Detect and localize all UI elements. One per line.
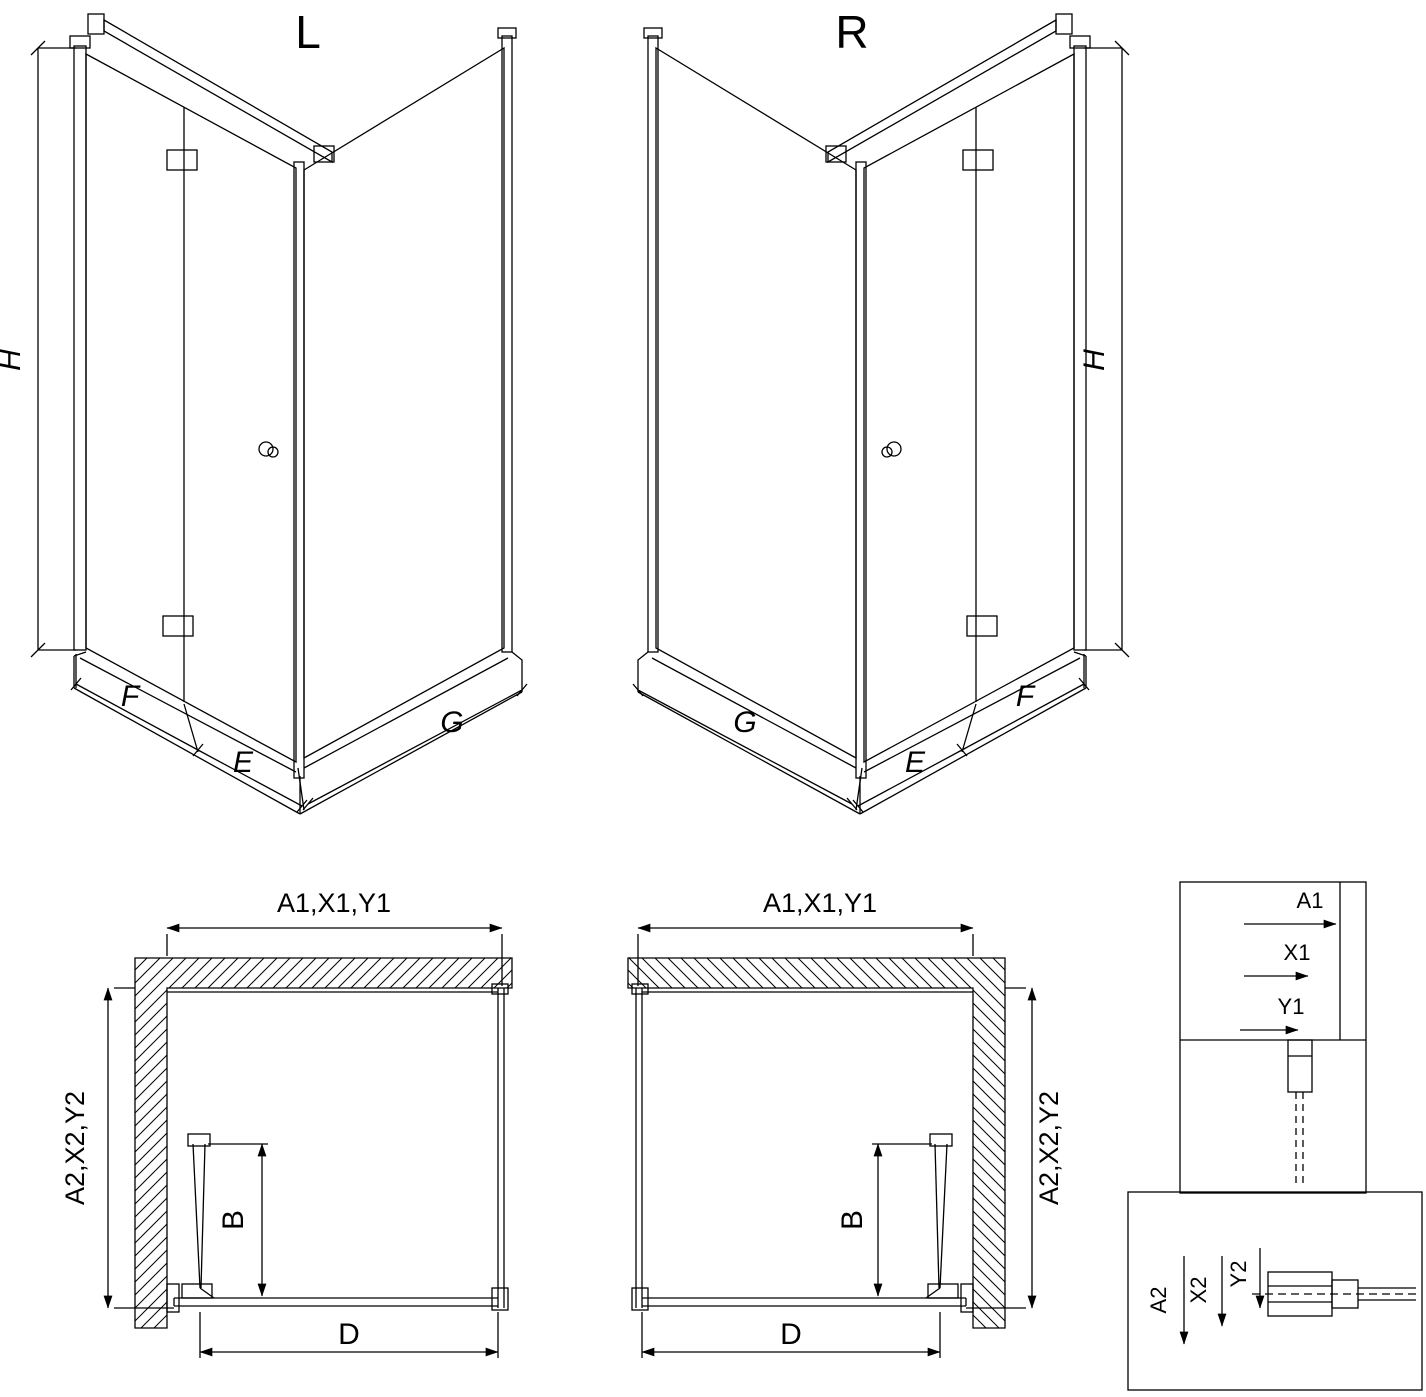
- threshold-rail: [173, 1297, 498, 1307]
- iso-view-right-geometry: [632, 13, 1130, 815]
- glass-profile-section: [1287, 1039, 1313, 1093]
- tray-side-bottom: [299, 691, 523, 815]
- detail-label-x1: X1: [1284, 940, 1311, 965]
- iso-view-left-geometry: [30, 13, 528, 815]
- dim-ext-d: [199, 1312, 499, 1358]
- plan-left-door-projection-label: B: [217, 1210, 250, 1230]
- dim-side-width: [302, 683, 528, 811]
- detail-box-frame: [1127, 1191, 1423, 1391]
- wall-profile-back-cap: [497, 27, 517, 39]
- dim-ext-a1: [166, 934, 503, 986]
- dim-label-height-right: H: [1078, 349, 1111, 371]
- door-pivot-foot: [181, 1283, 213, 1299]
- dim-label-f-right: F: [1016, 680, 1036, 713]
- detail-wall-profile-box: [1179, 881, 1367, 1194]
- dim-label-g-right: G: [733, 706, 756, 739]
- plan-view-left-geometry: [103, 923, 513, 1358]
- plan-right-width-label: A1,X1,Y1: [763, 888, 877, 918]
- plan-right-depth-label: A2,X2,Y2: [1034, 1091, 1064, 1205]
- detail-label-y2: Y2: [1226, 1261, 1251, 1288]
- tray-side-contour: [303, 657, 509, 769]
- detail-label-a1: A1: [1297, 888, 1324, 913]
- plan-left-entry-label: D: [338, 1318, 360, 1351]
- door-handle-knob-face: [267, 446, 279, 458]
- hinge-top: [166, 149, 198, 171]
- wall-profile-back: [501, 35, 513, 653]
- corner-connector-bottom: [491, 1287, 509, 1311]
- glass-panel-lines: [1358, 1287, 1416, 1301]
- tray-front-contour: [79, 657, 297, 773]
- side-glass-plan: [497, 988, 505, 1308]
- plan-view-right-geometry: [628, 928, 1032, 1358]
- detail-label-x2: X2: [1186, 1277, 1211, 1304]
- floor-profile-inner-lines: [1268, 1285, 1332, 1303]
- dim-front-widths: [75, 654, 305, 811]
- plan-right-entry-label: D: [780, 1318, 802, 1351]
- folded-door-panels: [192, 1143, 206, 1289]
- tray-right-cap: [511, 651, 523, 692]
- variant-label-left: L: [295, 6, 321, 58]
- dim-label-e-right: E: [905, 746, 926, 779]
- wall-mount-profile: [166, 1283, 180, 1313]
- glass-centerline-dashed: [1295, 1092, 1304, 1186]
- corner-connector-top: [491, 983, 509, 995]
- door-top-bracket: [187, 1133, 211, 1147]
- bifold-door-panel: [85, 52, 297, 764]
- plan-left-depth-label: A2,X2,Y2: [60, 1091, 90, 1205]
- fixed-side-panel: [303, 46, 505, 760]
- variant-label-right: R: [835, 6, 868, 58]
- support-bar-clamp: [313, 145, 335, 163]
- plan-right-door-projection-label: B: [836, 1210, 869, 1230]
- plan-left-width-label: A1,X1,Y1: [277, 888, 391, 918]
- detail-label-a2: A2: [1146, 1287, 1171, 1314]
- door-foot-link: [199, 1287, 215, 1299]
- door-handle-knob: [258, 441, 274, 457]
- dim-label-height-left: H: [0, 349, 27, 371]
- support-bar-anchor: [87, 13, 105, 35]
- dim-front-ticks: [70, 677, 308, 813]
- wall-section-hatched: [134, 957, 513, 1329]
- detail-label-y1: Y1: [1278, 994, 1305, 1019]
- dim-label-f-left: F: [121, 680, 141, 713]
- tray-front-bottom: [73, 687, 301, 815]
- dim-label-g-left: G: [440, 706, 463, 739]
- detail-floor-profile-box: [1127, 1191, 1423, 1391]
- floor-profile-step: [1331, 1279, 1359, 1309]
- wall-profile-front: [73, 45, 87, 651]
- detail-box-frame: [1179, 881, 1367, 1194]
- dim-ext-a2: [114, 987, 174, 1309]
- dim-height: [30, 40, 76, 658]
- hinge-bottom: [162, 615, 194, 637]
- dim-label-e-left: E: [233, 746, 254, 779]
- wall-profile-cap: [69, 35, 91, 49]
